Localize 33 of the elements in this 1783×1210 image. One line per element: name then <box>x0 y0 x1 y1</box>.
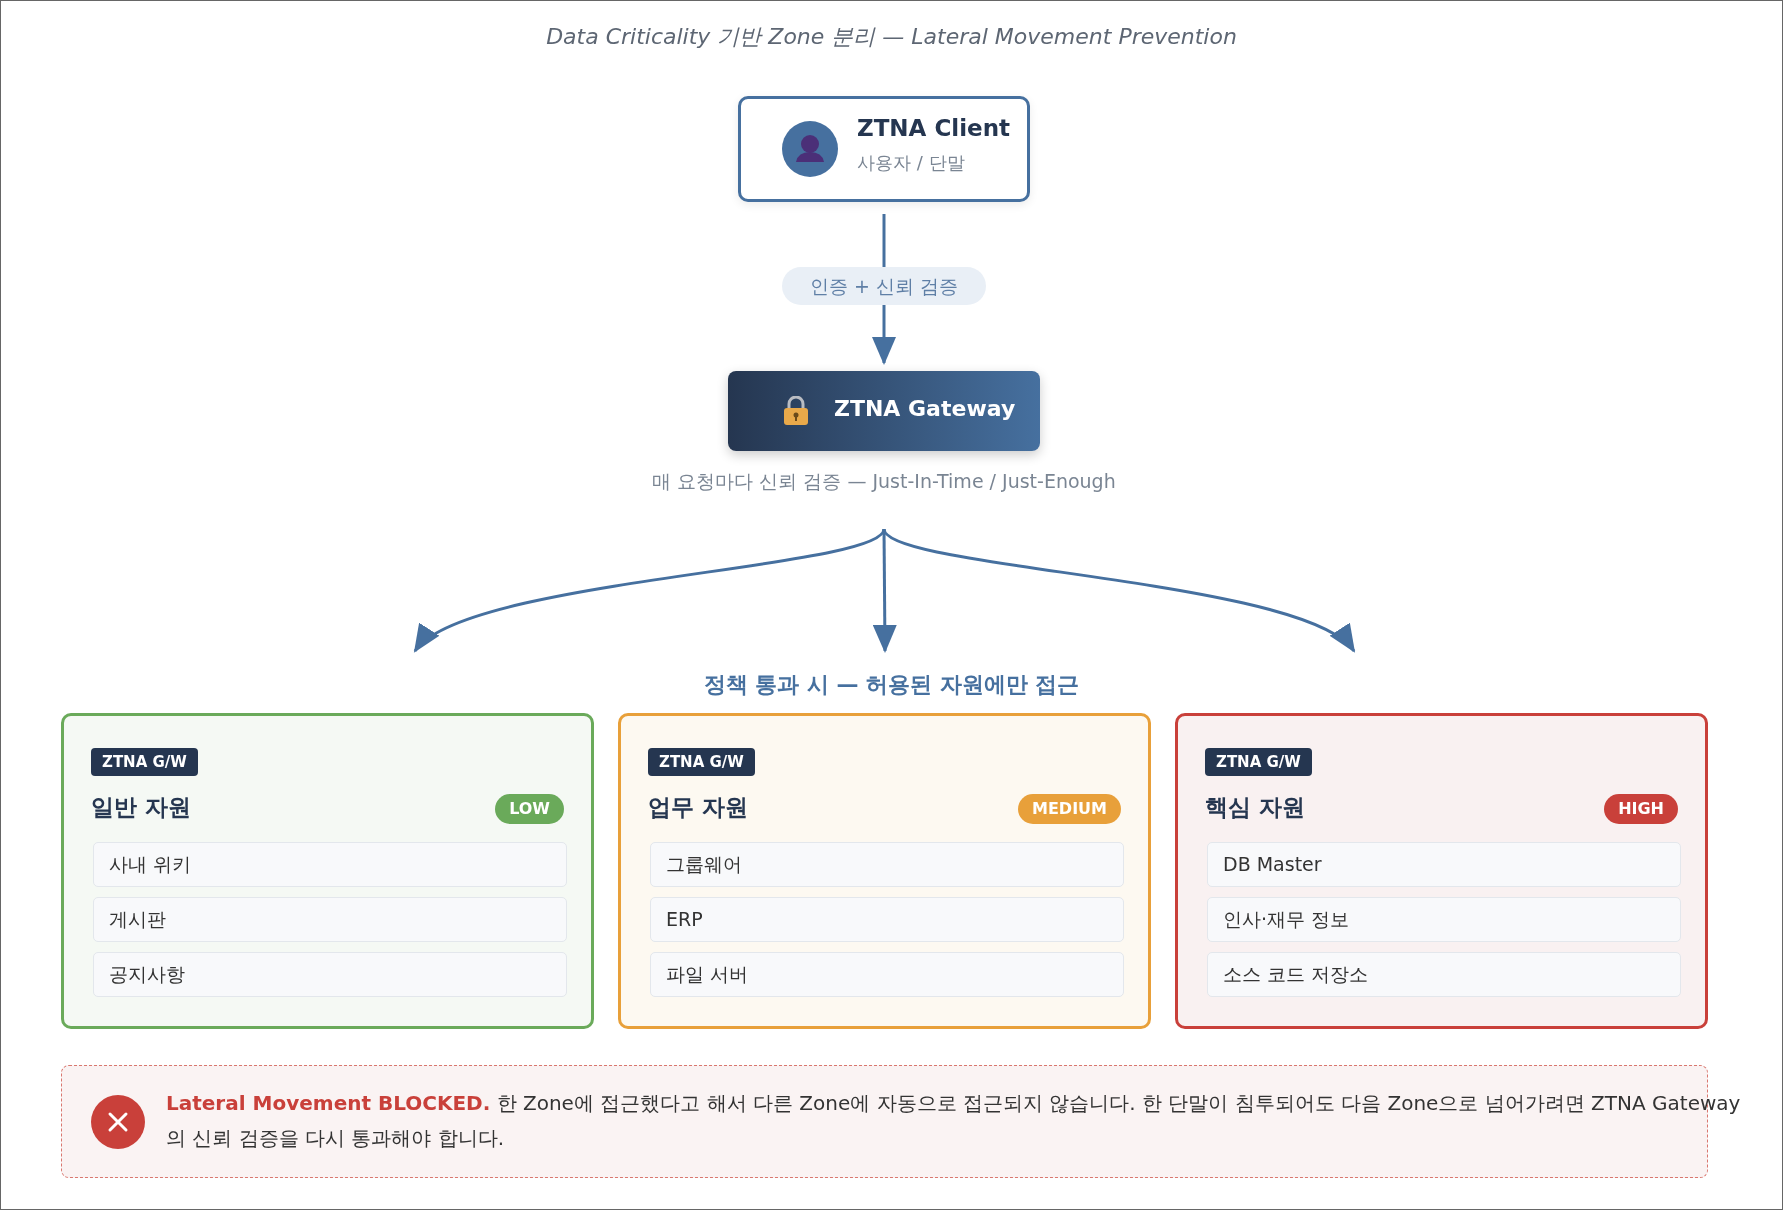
resource-item: ERP <box>650 897 1124 942</box>
zone-panel <box>1175 713 1708 1029</box>
arrow <box>872 529 897 653</box>
gateway-tag: ZTNA G/W <box>648 748 755 776</box>
gateway-tag: ZTNA G/W <box>1205 748 1312 776</box>
zone-title: 일반 자원 <box>91 793 191 822</box>
level-badge: HIGH <box>1604 794 1678 824</box>
resource-item: 공지사항 <box>93 952 567 997</box>
gateway-tag: ZTNA G/W <box>91 748 198 776</box>
resource-item: 사내 위키 <box>93 842 567 887</box>
diagram-title: Data Criticality 기반 Zone 분리 — Lateral Movement Prevention <box>545 23 1238 51</box>
level-badge: MEDIUM <box>1018 794 1121 824</box>
resource-item: 파일 서버 <box>650 952 1124 997</box>
resource-item: 소스 코드 저장소 <box>1207 952 1681 997</box>
arrow <box>413 528 886 653</box>
level-badge: LOW <box>495 794 564 824</box>
node-caption: 매 요청마다 신뢰 검증 — Just-In-Time / Just-Enough <box>651 469 1117 494</box>
edge-label: 인증 + 신뢰 검증 <box>782 266 986 305</box>
resource-item: 게시판 <box>93 897 567 942</box>
resource-item: 인사·재무 정보 <box>1207 897 1681 942</box>
warning-text: Lateral Movement BLOCKED. 한 Zone에 접근했다고 해서 다른 Zone에 자동으로 접근되지 않습니다. 한 단말이 침투되어도 다음 Zone으로 넘어가려면 ZTNA Gateway의 신뢰 검증을 다시 통과해야 합니다. <box>166 1090 1742 1152</box>
client-box <box>738 96 1030 202</box>
section-label: 정책 통과 시 — 허용된 자원에만 접근 <box>702 671 1081 699</box>
zone-panel <box>61 713 594 1029</box>
resource-item: 그룹웨어 <box>650 842 1124 887</box>
zone-panel <box>618 713 1151 1029</box>
node-title: ZTNA Gateway <box>834 396 1016 421</box>
zone-title: 업무 자원 <box>648 793 748 822</box>
node-subtitle: 사용자 / 단말 <box>857 151 965 175</box>
arrow <box>882 528 1356 653</box>
node-title: ZTNA Client <box>857 115 1011 141</box>
resource-item: DB Master <box>1207 842 1681 887</box>
zone-title: 핵심 자원 <box>1205 793 1305 822</box>
